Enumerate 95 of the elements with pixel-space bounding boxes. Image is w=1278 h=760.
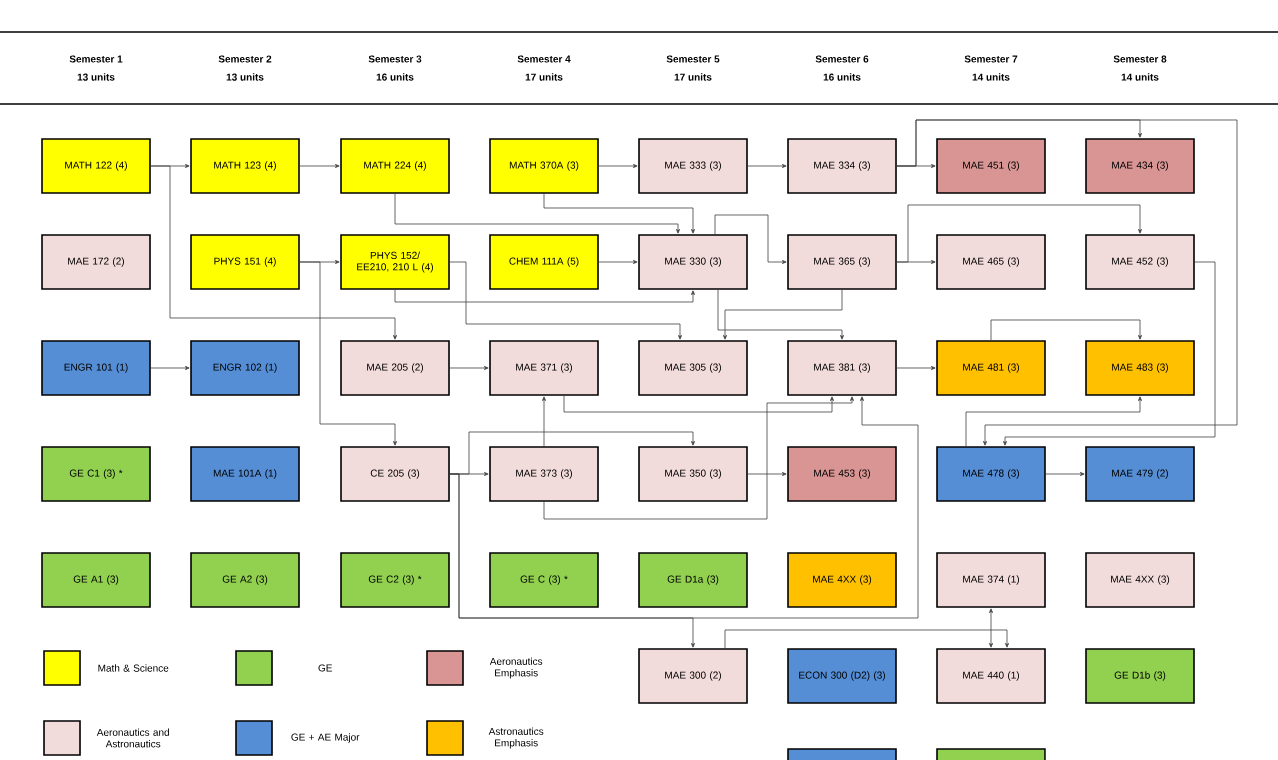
course-box: GE D1a (3) xyxy=(638,552,748,608)
semester-heading: 14 units xyxy=(972,73,1010,81)
course-box: MAE 4XX (3) xyxy=(1085,552,1195,608)
course-box: MAE 452 (3) xyxy=(1085,234,1195,290)
semester-heading: 16 units xyxy=(823,73,861,81)
semester-heading: Semester 5 xyxy=(666,55,720,63)
semester-heading: Semester 3 xyxy=(368,55,422,63)
arrow xyxy=(150,366,190,370)
arrow xyxy=(598,164,638,168)
course-box: GE C1 (3) * xyxy=(41,446,151,502)
course-box: MAE 465 (3) xyxy=(936,234,1046,290)
arrow xyxy=(563,395,834,413)
arrow xyxy=(543,193,695,234)
arrow xyxy=(896,119,1238,446)
semester-heading: 14 units xyxy=(1121,73,1159,81)
course-box: PHYS 151 (4) xyxy=(190,234,300,290)
semester-heading: Semester 4 xyxy=(517,55,571,63)
arrow xyxy=(299,164,340,168)
course-box: MAE 365 (3) xyxy=(787,234,897,290)
course-box: MAE 300 (2) xyxy=(638,648,748,704)
arrow xyxy=(449,261,682,340)
course-box: MAE 483 (3) xyxy=(1085,340,1195,396)
semester-heading: 13 units xyxy=(77,73,115,81)
arrow xyxy=(896,366,936,370)
legend-label: Astronautics Emphasis xyxy=(488,727,544,749)
arrow xyxy=(989,608,993,648)
course-box: MAE 172 (2) xyxy=(41,234,151,290)
course-box: MAE 101A (1) xyxy=(190,446,300,502)
course-box: MAE 205 (2) xyxy=(340,340,450,396)
course-box: GE C (3) * xyxy=(489,552,599,608)
course-box: GE A1 (3) xyxy=(41,552,151,608)
semester-heading: 17 units xyxy=(674,73,712,81)
course-box: MAE 371 (3) xyxy=(489,340,599,396)
course-box: MATH 370A (3) xyxy=(489,138,599,194)
legend-label: GE xyxy=(318,664,332,672)
course-box: MATH 224 (4) xyxy=(340,138,450,194)
course-box: MAE 373 (3) xyxy=(489,446,599,502)
course-box: CHEM 111A (5) xyxy=(489,234,599,290)
semester-heading: 13 units xyxy=(226,73,264,81)
semester-heading: Semester 7 xyxy=(964,55,1018,63)
legend-label: Aeronautics Emphasis xyxy=(489,657,543,679)
arrow xyxy=(542,396,546,447)
semester-heading: Semester 2 xyxy=(218,55,272,63)
course-box: ENGR 102 (1) xyxy=(190,340,300,396)
course-box: MAE 479 (2) xyxy=(1085,446,1195,502)
course-box: MAE 374 (1) xyxy=(936,552,1046,608)
course-box: MAE 453 (3) xyxy=(787,446,897,502)
course-box: MATH 122 (4) xyxy=(41,138,151,194)
arrow xyxy=(449,396,919,619)
course-box: PHYS 152/ EE210, 210 L (4) xyxy=(340,234,450,290)
semester-heading: Semester 8 xyxy=(1113,55,1167,63)
arrow xyxy=(724,629,1009,649)
arrow xyxy=(990,319,1142,341)
course-box: MAE 381 (3) xyxy=(787,340,897,396)
arrow xyxy=(449,366,489,370)
arrow xyxy=(598,260,638,264)
legend-label: Math & Science xyxy=(98,664,169,672)
arrow xyxy=(394,193,680,234)
arrow xyxy=(150,165,397,340)
course-box: MATH 123 (4) xyxy=(190,138,300,194)
course-box: MAE 451 (3) xyxy=(936,138,1046,194)
course-box: MAE 334 (3) xyxy=(787,138,897,194)
legend-label: Aeronautics and Astronautics xyxy=(96,728,169,748)
arrow xyxy=(543,396,854,520)
course-box: ECON 300 (D2) (3) xyxy=(787,648,897,704)
semester-heading: Semester 1 xyxy=(69,55,123,63)
course-box: GE A2 (3) xyxy=(190,552,300,608)
semester-heading: 17 units xyxy=(525,73,563,81)
course-box: GE D1b (3) xyxy=(1085,648,1195,704)
arrow xyxy=(1003,261,1216,446)
course-box: MAE 434 (3) xyxy=(1085,138,1195,194)
course-box: ENGR 101 (1) xyxy=(41,340,151,396)
course-box: MAE 305 (3) xyxy=(638,340,748,396)
arrow xyxy=(965,396,1142,447)
course-box: MAE 478 (3) xyxy=(936,446,1046,502)
course-box: GE C2 (3) * xyxy=(340,552,450,608)
arrow xyxy=(714,214,787,264)
semester-heading: 16 units xyxy=(376,73,414,81)
course-box: MAE 440 (1) xyxy=(936,648,1046,704)
arrow xyxy=(747,164,787,168)
course-box: MAE 333 (3) xyxy=(638,138,748,194)
course-box: CE 205 (3) xyxy=(340,446,450,502)
arrow xyxy=(747,472,787,476)
arrow xyxy=(896,204,1142,263)
course-box: MAE 481 (3) xyxy=(936,340,1046,396)
semester-heading: Semester 6 xyxy=(815,55,869,63)
course-box: MAE 330 (3) xyxy=(638,234,748,290)
arrow xyxy=(1045,472,1085,476)
arrow xyxy=(299,261,397,446)
course-box xyxy=(787,748,897,760)
course-box: MAE 4XX (3) xyxy=(787,552,897,608)
legend-label: GE + AE Major xyxy=(291,733,360,743)
arrow xyxy=(394,289,695,303)
course-box xyxy=(936,748,1046,760)
course-box: MAE 350 (3) xyxy=(638,446,748,502)
